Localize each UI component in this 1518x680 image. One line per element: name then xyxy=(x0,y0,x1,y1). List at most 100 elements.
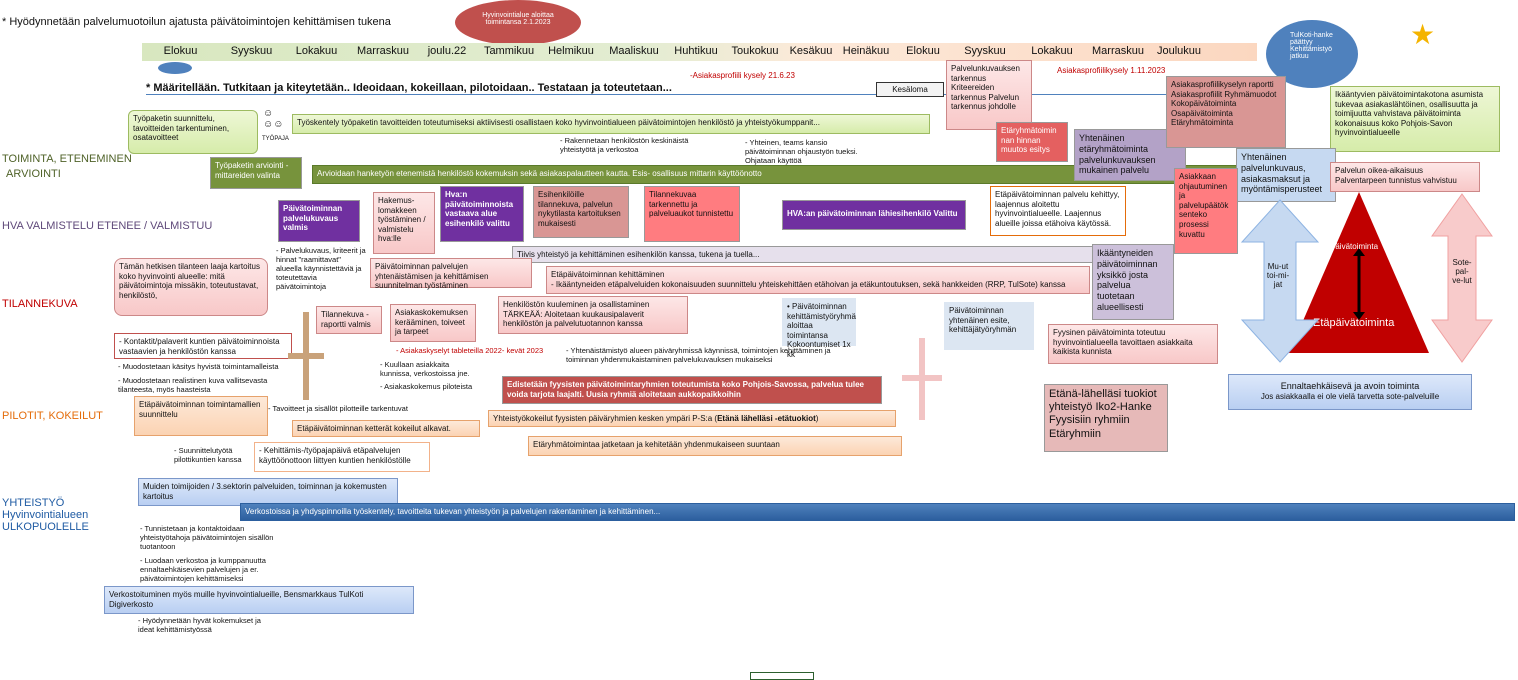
yhteistyokokeilut-end: ) xyxy=(815,414,819,423)
box-yhteistyokokeilut: Yhteistyökokeilut fyysisten päiväryhmien… xyxy=(488,410,896,427)
bottom-box-outline xyxy=(750,672,814,680)
month-label: Lokakuu xyxy=(1031,45,1073,57)
blue-ellipse-marker xyxy=(158,62,192,74)
box-ikaantyvien: Ikääntyvien päivätoimintakotona asumista… xyxy=(1330,86,1500,152)
pyramid-diagram xyxy=(1289,192,1429,353)
month-label: Heinäkuu xyxy=(842,45,890,57)
pyramid-arrow-top xyxy=(1353,248,1365,256)
box-kehittamistyoryhma: • Päivätoiminnan kehittämistyöryhmä aloi… xyxy=(782,298,856,359)
text-realistinen: - Muodostetaan realistinen kuva vallitse… xyxy=(118,376,268,394)
box-ketterat-kokeilut: Etäpäivätoiminnan ketterät kokeilut alka… xyxy=(292,420,480,437)
month-label: Joulukuu xyxy=(1156,45,1202,57)
month-label: Kesäkuu xyxy=(789,45,833,57)
row-label-toiminta: TOIMINTA, ETENEMINEN xyxy=(2,153,132,165)
box-asiakasprofiili: Asiakasprofiilikyselyn raportti Asiakasp… xyxy=(1166,76,1286,148)
text-luodaan-verkostoa: - Luodaan verkostoa ja kumppanuutta enna… xyxy=(140,556,266,583)
text-tavoitteet-pilotit: - Tavoitteet ja sisällöt pilotteille tar… xyxy=(268,404,408,413)
month-label: joulu.22 xyxy=(427,45,467,57)
tan-cross-arrow xyxy=(288,312,324,400)
month-label: Syyskuu xyxy=(230,45,273,57)
etana-lahellasi-bold: Etänä lähelläsi -etätuokiot xyxy=(717,414,816,423)
box-yhtenainen-esite: Päivätoiminnan yhtenäinen esite, kehittä… xyxy=(944,302,1034,350)
month-label: Lokakuu xyxy=(295,45,338,57)
box-etaryhmatoiminta-jatketaan: Etäryhmätoimintaa jatketaan ja kehitetää… xyxy=(528,436,902,456)
box-arviointi-mittarit: Työpaketin arviointi - mittareiden valin… xyxy=(210,157,302,189)
box-fyysinen-toteutuu: Fyysinen päivätoiminta toteutuu hyvinvoi… xyxy=(1048,324,1218,364)
survey-2: Asiakasprofiilikysely 1.11.2023 xyxy=(1057,66,1166,75)
pyramid-top-label: Päivätoiminta xyxy=(1330,242,1379,251)
timeline-line xyxy=(146,94,1166,95)
box-suunnittelu: Työpaketin suunnittelu, tavoitteiden tar… xyxy=(128,110,258,154)
box-ikaantyneiden-yksikko: Ikääntyneiden päivätoiminnan yksikkö jos… xyxy=(1092,244,1174,320)
box-tyoskentely: Työskentely työpaketin tavoitteiden tote… xyxy=(292,114,930,134)
text-tunnistetaan: - Tunnistetaan ja kontaktoidaan yhteisty… xyxy=(140,524,274,551)
text-asiakaskyselyt: - Asiakaskyselyt tableteilla 2022- kevät… xyxy=(396,346,544,355)
month-label: Huhtikuu xyxy=(674,45,718,57)
kuuleminen-title: Henkilöstön kuuleminen ja osallistaminen xyxy=(503,300,650,309)
survey-1: -Asiakasprofiili kysely 21.6.23 xyxy=(690,71,795,80)
etapaiva-kehittaminen-detail: - Ikääntyneiden etäpalveluiden kokonaisu… xyxy=(551,279,1066,289)
box-hva-esihenkilo: Hva:n päivätoiminnoista vastaava alue es… xyxy=(440,186,524,242)
box-henkiloston-kuuleminen: Henkilöstön kuuleminen ja osallistaminen… xyxy=(498,296,688,334)
etapaiva-kehittaminen-title: Etäpäivätoiminnan kehittäminen xyxy=(551,270,665,279)
box-edistetaan-fyysisia: Edistetään fyysisten päivätoimintaryhmie… xyxy=(502,376,882,404)
ennaltaehkaiseva-detail: Jos asiakkaalla ei ole vielä tarvetta so… xyxy=(1260,391,1440,401)
text-teams: - Yhteinen, teams kansio päivätoiminnan … xyxy=(745,138,858,165)
text-hyodynnetaan: - Hyödynnetään hyvät kokemukset ja ideat… xyxy=(138,616,261,634)
left-double-arrow-shape xyxy=(1240,199,1320,363)
left-double-arrow xyxy=(1240,199,1320,363)
box-verkostoituminen: Verkostoituminen myös muille hyvinvointi… xyxy=(104,586,414,614)
method-subtitle: * Määritellään. Tutkitaan ja kiteytetään… xyxy=(146,82,672,94)
box-laaja-kartoitus: Tämän hetkisen tilanteen laaja kartoitus… xyxy=(114,258,268,316)
box-palvelunkuvaus: Palvelunkuvauksen tarkennus Kriteereiden… xyxy=(946,60,1032,130)
right-double-arrow-shape xyxy=(1431,193,1493,363)
box-yhtenaistamisen-suunnitelma: Päivätoiminnan palvelujen yhtenäistämise… xyxy=(370,258,532,290)
box-hakemuslomake: Hakemus-lomakkeen työstäminen / valmiste… xyxy=(373,192,435,254)
tyopaja-label: TYÖPAJA xyxy=(262,136,289,142)
left-arrow-label: Mu-ut toi-mi-jat xyxy=(1266,262,1290,289)
box-kehittamis-tyopaja: - Kehittämis-/työpajapäivä etäpalvelujen… xyxy=(254,442,430,472)
kesaloma-box: Kesäloma xyxy=(876,82,944,97)
box-kontaktit: - Kontaktit/palaverit kuntien päivätoimi… xyxy=(114,333,292,359)
right-arrow-label: Sote-pal-ve-lut xyxy=(1452,258,1472,285)
box-lahiesihenkilo: HVA:an päivätoiminnan lähiesihenkilö Val… xyxy=(782,200,966,230)
right-double-arrow xyxy=(1431,193,1493,363)
row-label-yhteistyo: YHTEISTYÖ Hyvinvointialueen ULKOPUOLELLE xyxy=(2,497,89,533)
text-rakennetaan: - Rakennetaan henkilöstön keskinäistä yh… xyxy=(560,136,689,154)
box-tilannekuvaa-tarkennettu: Tilannekuvaa tarkennettu ja palveluaukot… xyxy=(644,186,740,242)
text-kasitys: - Muodostetaan käsitys hyvistä toimintam… xyxy=(118,362,279,371)
yhteistyokokeilut-text: Yhteistyökokeilut fyysisten päiväryhmien… xyxy=(493,414,718,423)
month-label: Elokuu xyxy=(163,45,198,57)
month-label: Marraskuu xyxy=(1092,45,1144,57)
text-suunnittelutyo: - Suunnittelutyötä pilottikuntien kanssa xyxy=(174,446,242,464)
text-asiakaskokemus-pilotit: - Asiakaskokemus piloteista xyxy=(380,382,473,391)
row-label-arviointi: ARVIOINTI xyxy=(6,168,61,180)
pink-cross-arrow xyxy=(902,338,942,420)
month-label: Toukokuu xyxy=(731,45,779,57)
pyramid-bottom-label: Etäpäivätoiminta xyxy=(1313,317,1395,329)
box-etaryhma-hinta: Etäryhmätoimin nan hinnan muutos esitys xyxy=(996,122,1068,162)
box-verkostoissa: Verkostoissa ja yhdyspinnoilla työskente… xyxy=(240,503,1515,521)
month-label: Elokuu xyxy=(906,45,940,57)
box-etapaiva-kehittaminen: Etäpäivätoiminnan kehittäminen - Ikäänty… xyxy=(546,266,1090,294)
row-label-pilotit: PILOTIT, KOKEILUT xyxy=(2,410,103,422)
box-etapaiva-kehittyy: Etäpäivätoiminnan palvelu kehittyy, laaj… xyxy=(990,186,1126,236)
star-icon: ★ xyxy=(1410,19,1436,50)
month-bar: Elokuu Syyskuu Lokakuu Marraskuu joulu.2… xyxy=(142,43,1257,61)
box-palvelukuvaus-valmis: Päivätoiminnan palvelukuvaus valmis xyxy=(278,200,360,242)
row-label-tilannekuva: TILANNEKUVA xyxy=(2,298,78,310)
kuuleminen-detail: TÄRKEÄÄ: Aloitetaan kuukausipalaverit he… xyxy=(503,309,644,329)
month-label: Syyskuu xyxy=(964,45,1006,57)
month-label: Maaliskuu xyxy=(609,45,659,57)
box-oikea-aikaisuus: Palvelun oikea-aikaisuus Palventarpeen t… xyxy=(1330,162,1480,192)
text-kuullaan: - Kuullaan asiakkaita kunnissa, verkosto… xyxy=(380,360,470,378)
month-label: Tammikuu xyxy=(483,45,535,57)
pyramid-arrow-bottom xyxy=(1353,312,1365,320)
box-tilannekuva-raportti: Tilannekuva - raportti valmis xyxy=(316,306,382,334)
people-icon: ☺☺☺ xyxy=(263,108,284,130)
box-etana-lahellasi-tuokiot: Etänä-lähelläsi tuokiot yhteistyö Iko2-H… xyxy=(1044,384,1168,452)
month-label: Helmikuu xyxy=(548,45,594,57)
page-title: * Hyödynnetään palvelumuotoilun ajatusta… xyxy=(2,16,391,28)
box-ennaltaehkaiseva: Ennaltaehkäisevä ja avoin toiminta Jos a… xyxy=(1228,374,1472,410)
month-label: Marraskuu xyxy=(357,45,409,57)
